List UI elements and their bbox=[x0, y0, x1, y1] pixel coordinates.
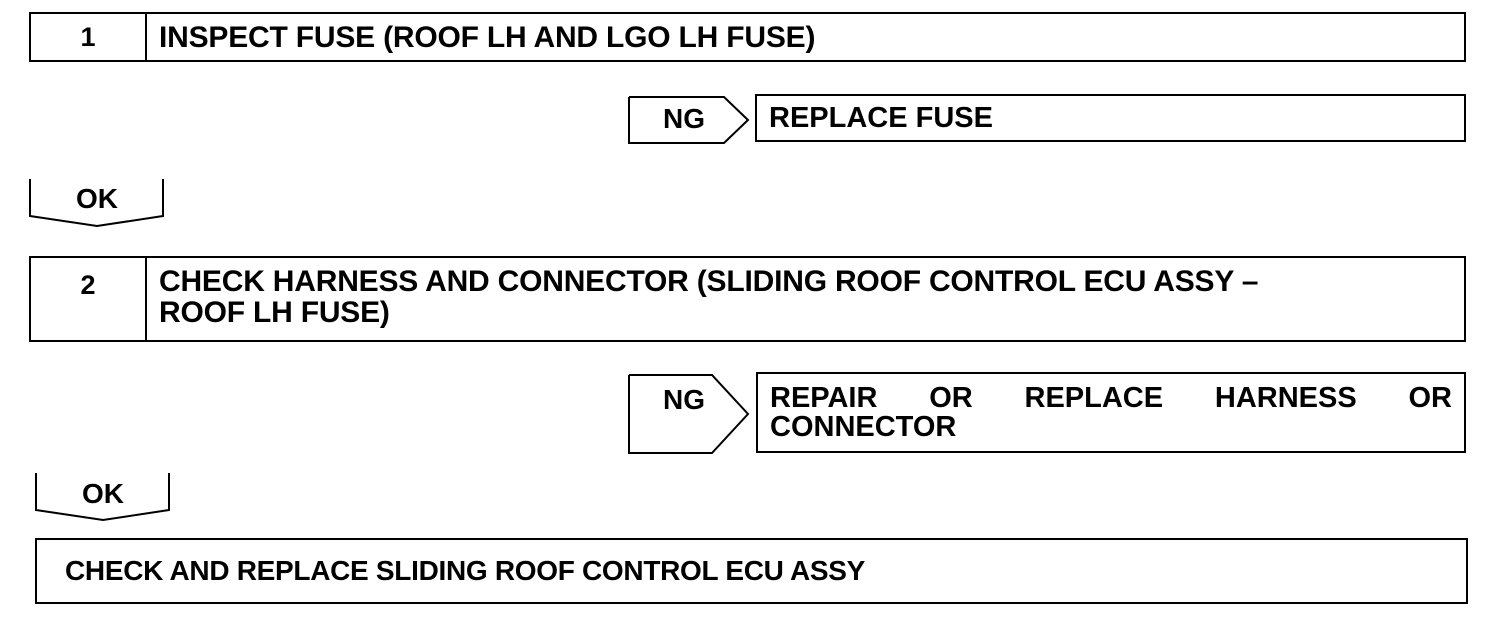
step-1-box: 1 INSPECT FUSE (ROOF LH AND LGO LH FUSE) bbox=[29, 12, 1466, 62]
step-1-ng-tab: NG bbox=[628, 96, 750, 144]
word: OR bbox=[929, 382, 973, 414]
ok-arrow-shape bbox=[29, 179, 164, 228]
step-2-ok-label: OK bbox=[82, 478, 124, 509]
step-1-ok-tab: OK bbox=[29, 178, 165, 228]
step-2-title-line-1: CHECK HARNESS AND CONNECTOR (SLIDING ROO… bbox=[159, 265, 1259, 298]
step-2-number: 2 bbox=[31, 258, 147, 340]
word: REPAIR bbox=[770, 382, 878, 414]
ok-arrow-shape bbox=[35, 473, 170, 522]
step-1-ng-label: NG bbox=[663, 103, 705, 134]
step-2-box: 2 CHECK HARNESS AND CONNECTOR (SLIDING R… bbox=[29, 256, 1466, 342]
ng-arrow-shape bbox=[628, 96, 750, 144]
step-2-ng-tab: NG bbox=[628, 374, 752, 454]
final-action-box: CHECK AND REPLACE SLIDING ROOF CONTROL E… bbox=[35, 538, 1468, 604]
step-2-title: CHECK HARNESS AND CONNECTOR (SLIDING ROO… bbox=[147, 258, 1464, 340]
step-1-number: 1 bbox=[31, 14, 147, 60]
word: REPLACE bbox=[1024, 382, 1164, 414]
step-1-ng-action: REPLACE FUSE bbox=[755, 94, 1466, 142]
final-action-text: CHECK AND REPLACE SLIDING ROOF CONTROL E… bbox=[65, 555, 866, 586]
step-2-ng-action-line-2: CONNECTOR bbox=[770, 411, 957, 443]
step-2-ng-label: NG bbox=[663, 384, 705, 415]
step-2-title-line-2: ROOF LH FUSE) bbox=[159, 296, 390, 329]
step-1-ng-action-text: REPLACE FUSE bbox=[769, 101, 993, 134]
step-2-ng-action: REPAIR OR REPLACE HARNESS OR CONNECTOR bbox=[756, 372, 1466, 453]
word: OR bbox=[1408, 382, 1453, 414]
step-1-title: INSPECT FUSE (ROOF LH AND LGO LH FUSE) bbox=[159, 20, 816, 54]
step-2-ok-tab: OK bbox=[35, 472, 171, 522]
step-2-ng-action-line-1: REPAIR OR REPLACE HARNESS OR bbox=[770, 384, 1452, 413]
word: HARNESS bbox=[1214, 382, 1357, 414]
ng-arrow-shape bbox=[628, 374, 750, 454]
step-1-ok-label: OK bbox=[76, 183, 118, 214]
